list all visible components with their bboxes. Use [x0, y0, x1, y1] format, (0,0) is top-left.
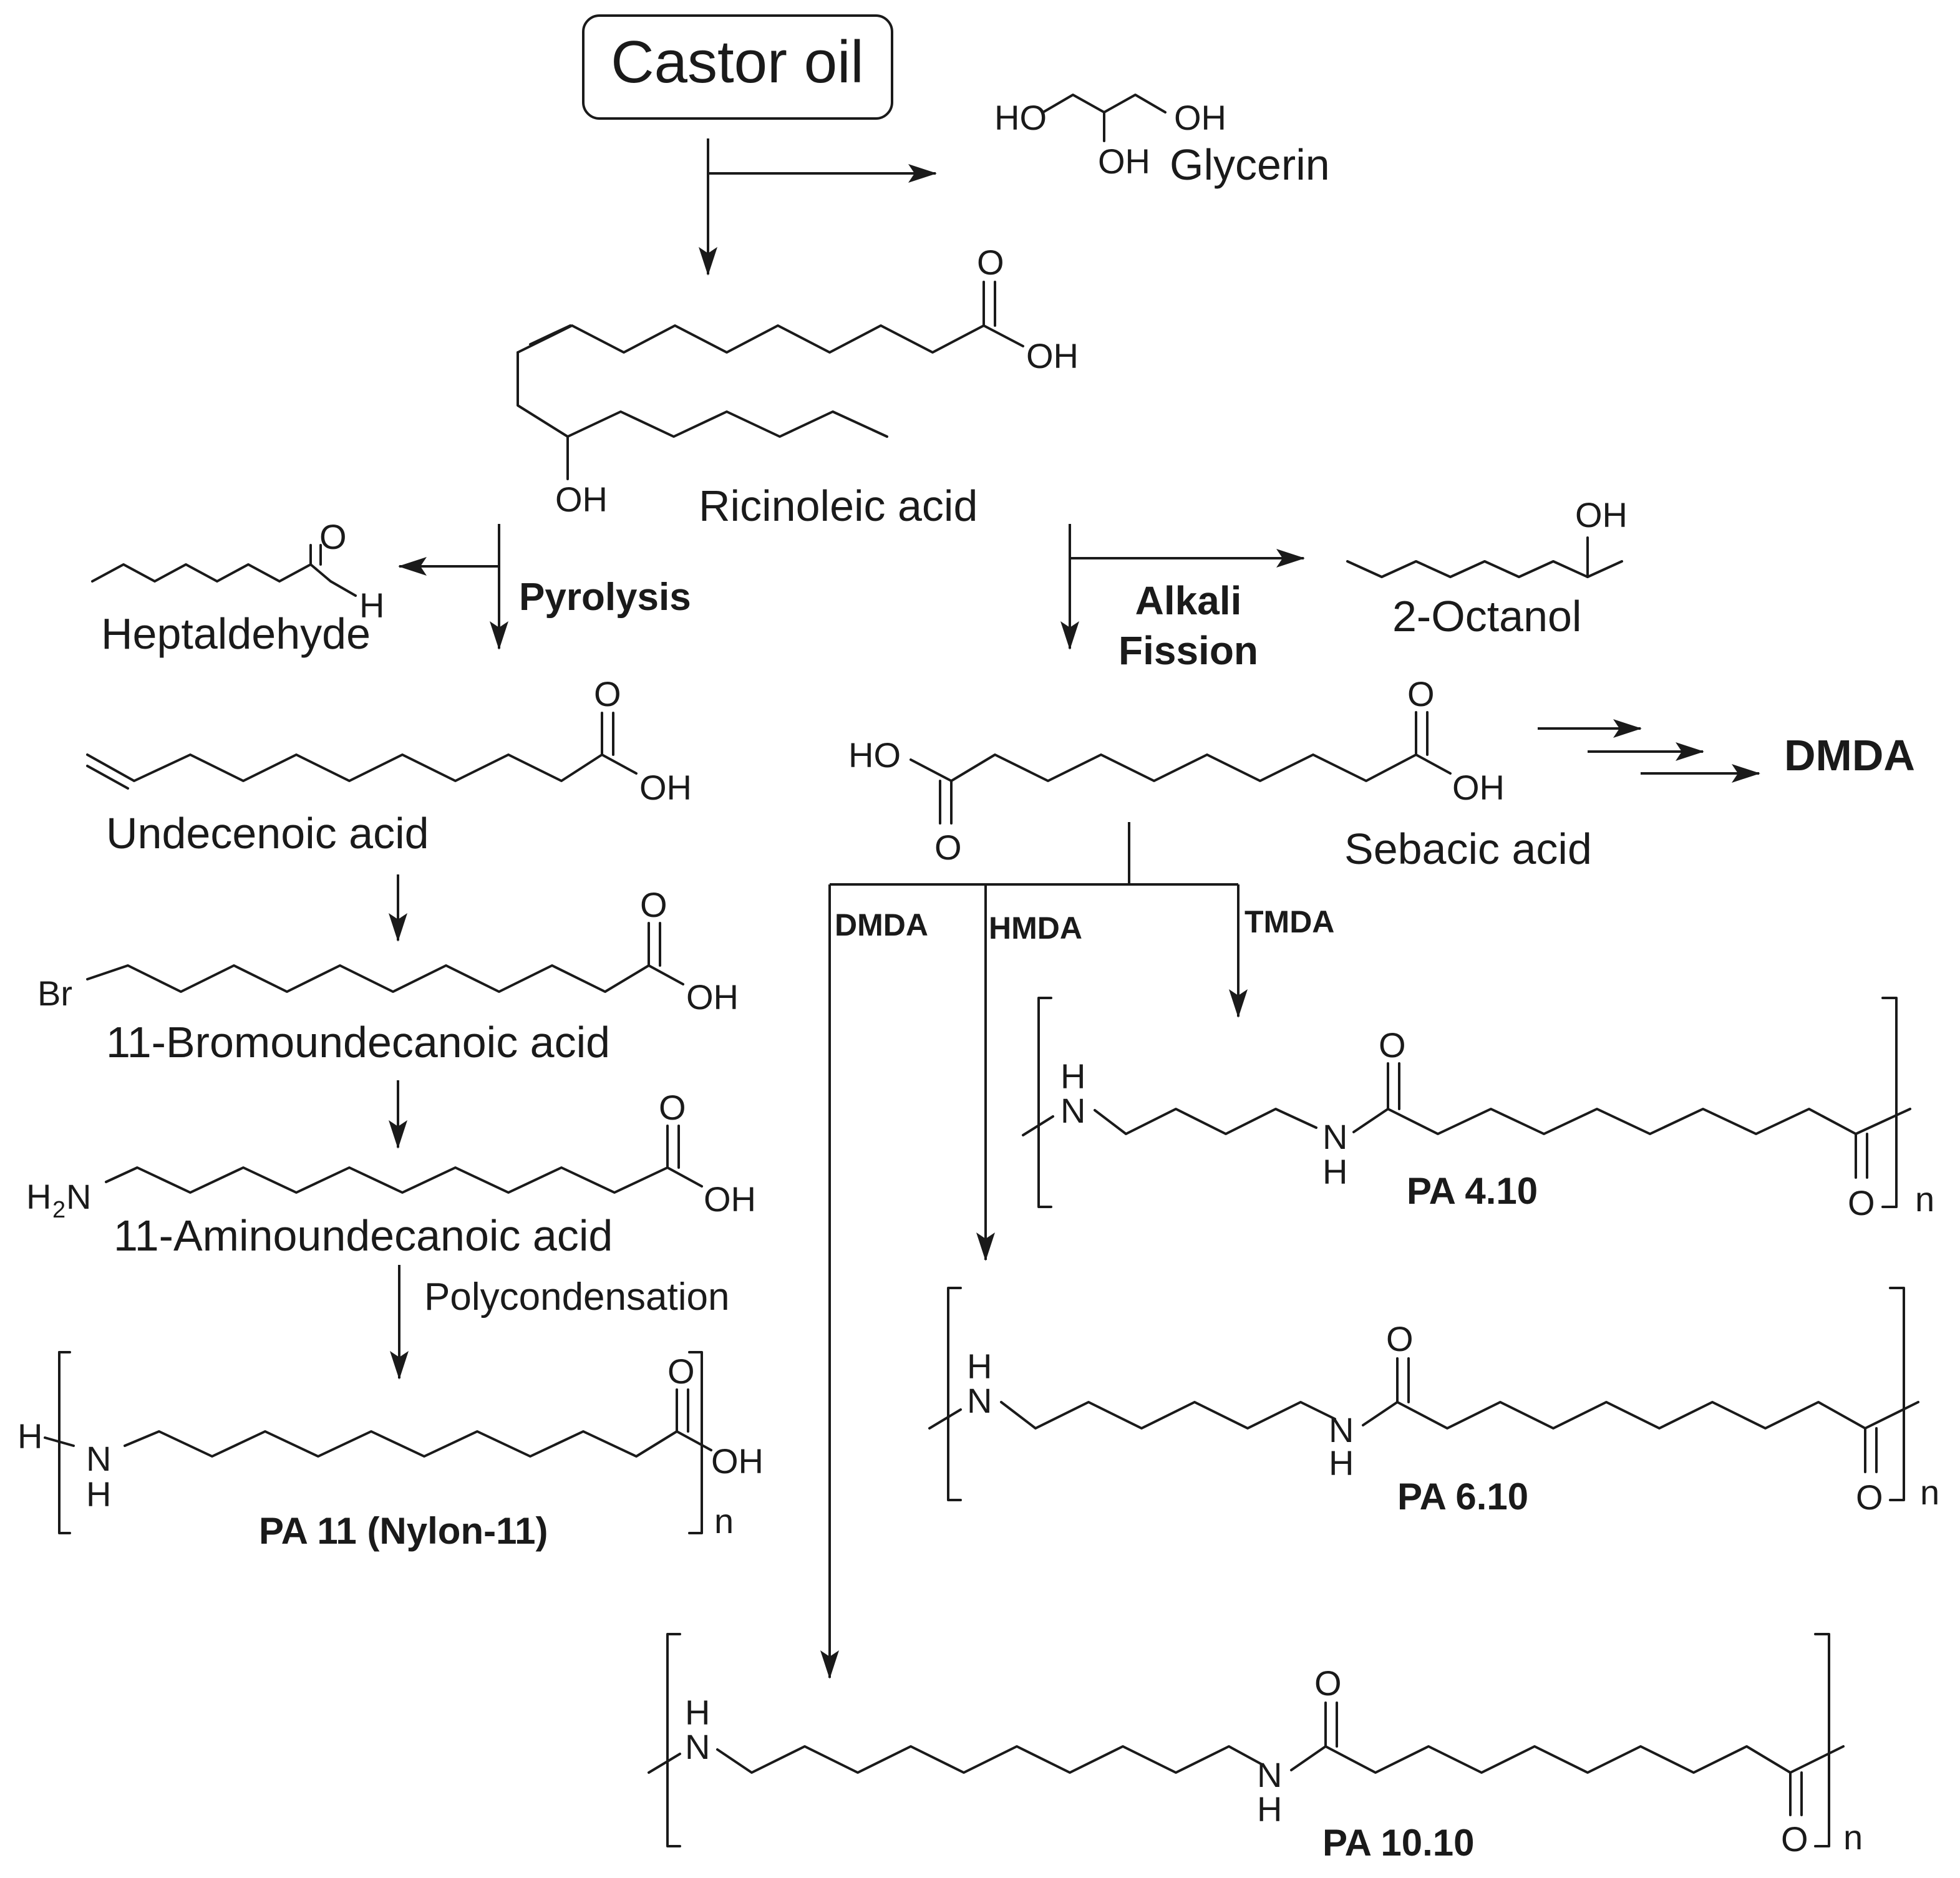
- svg-text:HO: HO: [848, 735, 901, 775]
- svg-text:H: H: [86, 1474, 111, 1514]
- branch-tmda-label: TMDA: [1244, 904, 1334, 939]
- svg-text:OH: OH: [555, 480, 608, 519]
- svg-text:H: H: [1257, 1789, 1282, 1829]
- pyrolysis-label: Pyrolysis: [519, 576, 691, 619]
- svg-text:N: N: [967, 1381, 992, 1420]
- svg-text:n: n: [714, 1501, 734, 1541]
- svg-text:N: N: [1257, 1755, 1282, 1794]
- pa1010-structure: H N N H O O n PA 10.10: [648, 1633, 1863, 1864]
- polycondensation-arrow: Polycondensation: [390, 1265, 729, 1380]
- svg-text:Br: Br: [37, 974, 72, 1013]
- svg-text:O: O: [934, 828, 962, 867]
- branch-hmda-label: HMDA: [989, 911, 1082, 946]
- svg-text:O: O: [1848, 1183, 1875, 1222]
- svg-text:H: H: [1060, 1057, 1085, 1096]
- fission-label: Fission: [1118, 628, 1258, 673]
- polycondensation-label: Polycondensation: [424, 1275, 729, 1319]
- svg-text:O: O: [1314, 1663, 1342, 1703]
- bromoundecanoic-acid-structure: Br O OH 11-Bromoundecanoic acid: [37, 885, 739, 1067]
- pa610-label: PA 6.10: [1397, 1476, 1528, 1517]
- svg-text:H: H: [967, 1347, 992, 1386]
- svg-text:O: O: [977, 243, 1004, 282]
- svg-text:n: n: [1915, 1179, 1934, 1219]
- pa410-label: PA 4.10: [1407, 1170, 1538, 1212]
- svg-text:O: O: [640, 885, 667, 924]
- svg-text:O: O: [667, 1352, 695, 1391]
- svg-text:H: H: [1322, 1152, 1347, 1191]
- sebacic-acid-label: Sebacic acid: [1344, 825, 1592, 873]
- alkali-label: Alkali: [1135, 578, 1242, 623]
- svg-text:H: H: [17, 1416, 42, 1456]
- ricinoleic-acid-structure: O OH OH Ricinoleic acid: [517, 243, 1079, 530]
- aminoundecanoic-acid-structure: H 2 N O OH 11-Aminoundecanoic acid: [26, 1088, 756, 1260]
- svg-text:OH: OH: [1452, 768, 1505, 807]
- svg-text:2: 2: [52, 1197, 65, 1223]
- svg-text:O: O: [659, 1088, 686, 1127]
- octanol-label: 2-Octanol: [1392, 592, 1581, 641]
- pyrolysis-arrow: Pyrolysis: [398, 524, 691, 650]
- dmda-product-label: DMDA: [1784, 731, 1915, 780]
- bromoundecanoic-acid-label: 11-Bromoundecanoic acid: [106, 1018, 610, 1067]
- castor-oil-node: Castor oil: [582, 14, 893, 120]
- svg-text:O: O: [1386, 1319, 1414, 1358]
- castor-oil-box: [582, 14, 893, 120]
- undecenoic-acid-structure: O OH Undecenoic acid: [86, 674, 692, 858]
- svg-text:O: O: [594, 674, 621, 714]
- svg-text:n: n: [1843, 1817, 1863, 1857]
- svg-text:N: N: [685, 1727, 710, 1766]
- svg-text:OH: OH: [686, 977, 739, 1017]
- svg-text:HO: HO: [994, 98, 1047, 137]
- svg-text:OH: OH: [1098, 142, 1150, 181]
- heptaldehyde-label: Heptaldehyde: [101, 609, 371, 658]
- alkali-fission-arrow: Alkali Fission: [1060, 524, 1305, 673]
- diamine-branches: DMDA HMDA TMDA: [820, 822, 1334, 1679]
- hydrolysis-arrow: [699, 138, 937, 276]
- pa1010-label: PA 10.10: [1322, 1822, 1475, 1864]
- ricinoleic-acid-label: Ricinoleic acid: [699, 482, 978, 530]
- svg-text:O: O: [1856, 1478, 1883, 1517]
- svg-text:O: O: [1407, 674, 1435, 714]
- svg-text:N: N: [1322, 1117, 1347, 1156]
- castor-oil-label: Castor oil: [611, 29, 863, 95]
- glycerin-structure: HO OH OH Glycerin: [994, 94, 1330, 189]
- svg-text:H: H: [1329, 1443, 1354, 1483]
- svg-text:O: O: [1781, 1819, 1808, 1859]
- pa11-label: PA 11 (Nylon-11): [259, 1510, 548, 1552]
- undecenoic-acid-label: Undecenoic acid: [106, 809, 429, 858]
- pa410-structure: H N N H O O n PA 4.10: [1022, 997, 1934, 1222]
- svg-text:OH: OH: [704, 1179, 756, 1219]
- sebacic-acid-structure: HO O O OH Sebacic acid: [848, 674, 1592, 873]
- aminoundecanoic-acid-label: 11-Aminoundecanoic acid: [114, 1211, 613, 1260]
- svg-text:H: H: [685, 1693, 710, 1732]
- svg-text:O: O: [1379, 1025, 1406, 1065]
- svg-text:N: N: [86, 1439, 111, 1478]
- octanol-structure: OH 2-Octanol: [1346, 495, 1628, 641]
- heptaldehyde-structure: O H Heptaldehyde: [91, 517, 384, 658]
- pa11-structure: H N H O OH n PA 11 (Nylon-11): [17, 1351, 764, 1552]
- branch-dmda-label: DMDA: [835, 908, 928, 942]
- pa610-structure: H N N H O O n PA 6.10: [928, 1287, 1939, 1517]
- multistep-arrows: DMDA: [1538, 719, 1915, 783]
- svg-text:N: N: [1060, 1091, 1085, 1130]
- svg-text:OH: OH: [1575, 495, 1628, 535]
- svg-text:OH: OH: [711, 1441, 764, 1481]
- svg-text:H: H: [359, 586, 384, 625]
- svg-text:N: N: [1329, 1410, 1354, 1450]
- svg-text:H: H: [26, 1177, 51, 1216]
- svg-text:n: n: [1920, 1473, 1939, 1512]
- svg-text:O: O: [319, 517, 347, 556]
- svg-text:OH: OH: [1174, 98, 1226, 137]
- svg-text:OH: OH: [639, 768, 692, 807]
- svg-text:N: N: [66, 1177, 91, 1216]
- glycerin-label: Glycerin: [1170, 140, 1330, 189]
- svg-text:OH: OH: [1026, 336, 1079, 375]
